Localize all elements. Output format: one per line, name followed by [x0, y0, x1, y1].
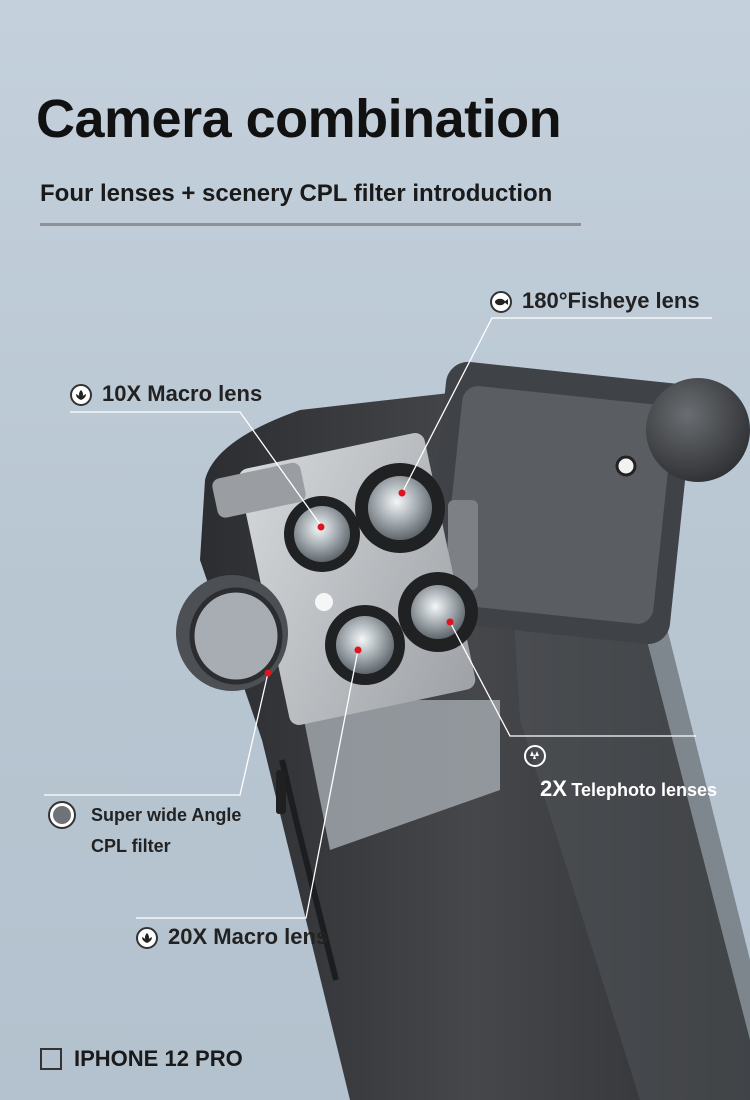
model-label: IPHONE 12 PRO [74, 1046, 243, 1071]
callout-fisheye: 180°Fisheye lens [490, 288, 700, 314]
cpl-filter-disc [176, 575, 288, 691]
lens-telephoto [398, 572, 478, 652]
callout-macro-10x-label: 10X Macro lens [102, 381, 263, 406]
trees-icon [524, 745, 546, 767]
callout-lines [44, 317, 712, 919]
lens-macro-20x [325, 605, 405, 685]
flower-icon [136, 927, 158, 950]
fish-icon [490, 291, 512, 314]
filter-disc-icon [48, 801, 76, 829]
lens-markers [264, 489, 454, 677]
flower-icon [70, 384, 92, 407]
lens-fisheye [355, 463, 445, 553]
checkbox-square-icon [40, 1048, 62, 1070]
lens-macro-10x [284, 496, 360, 572]
callout-telephoto-label: Telephoto lenses [571, 780, 718, 800]
subtitle-divider [40, 223, 581, 226]
callout-macro-20x: 20X Macro lens [136, 924, 328, 950]
callout-telephoto-prefix: 2X [540, 776, 567, 801]
callout-cpl-line1: Super wide Angle [91, 805, 242, 825]
callout-fisheye-label: 180°Fisheye lens [522, 288, 700, 313]
callout-cpl-icon-wrap [48, 801, 86, 829]
lens-flip-cover [423, 361, 750, 645]
callout-macro-10x: 10X Macro lens [70, 381, 262, 407]
callout-cpl: Super wide Angle CPL filter [91, 800, 241, 862]
page-title: Camera combination [36, 89, 562, 149]
callout-telephoto-icon-wrap [524, 745, 556, 767]
callout-cpl-line2: CPL filter [91, 836, 171, 856]
callout-telephoto: 2X Telephoto lenses [540, 776, 717, 802]
callout-macro-20x-label: 20X Macro lens [168, 924, 329, 949]
page-subtitle: Four lenses + scenery CPL filter introdu… [40, 180, 553, 207]
